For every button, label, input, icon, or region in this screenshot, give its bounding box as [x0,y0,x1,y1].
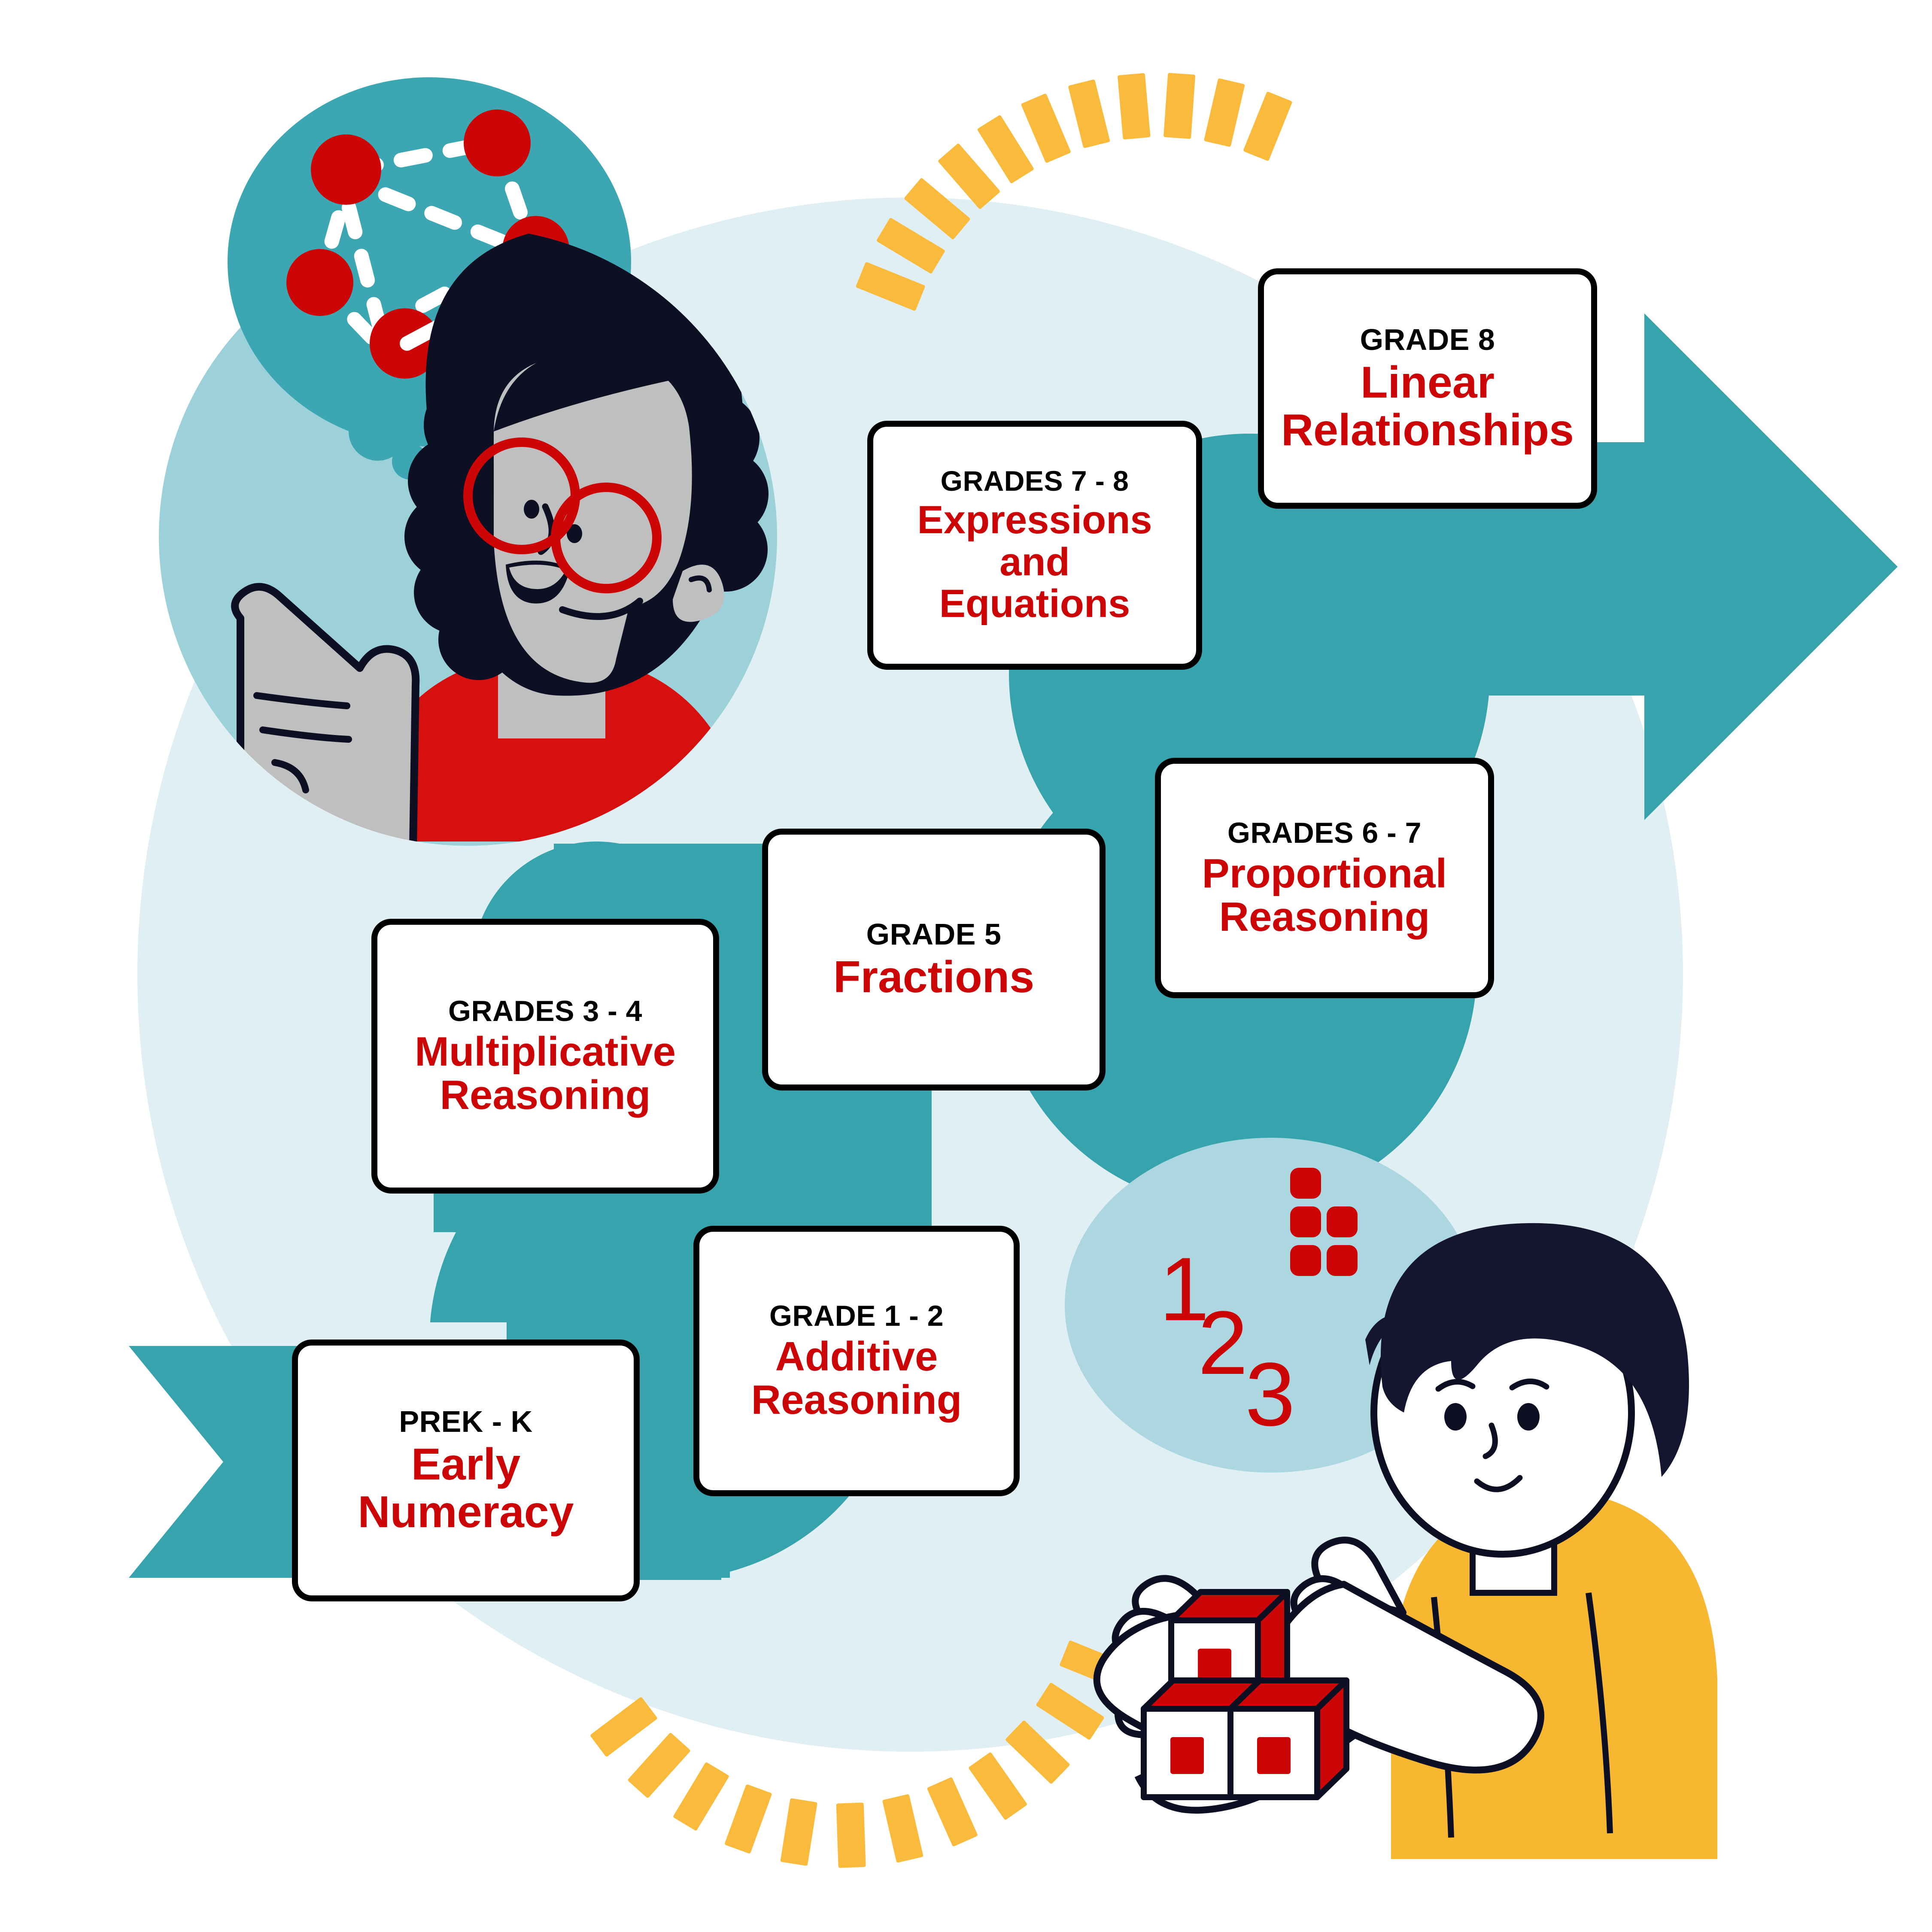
block-bottom-right [1227,1677,1349,1800]
card-grade-label: GRADES 6 - 7 [1227,816,1422,849]
teacher-eye-left [524,500,539,519]
student-eye-right [1517,1403,1540,1431]
stage-card-prek-k[interactable]: PREK - K Early Numeracy [292,1340,640,1601]
stage-card-grades-6-7[interactable]: GRADES 6 - 7 Proportional Reasoning [1155,758,1494,998]
student-illustration: 1 2 3 [1065,1138,1717,1859]
student-hair [1380,1223,1689,1477]
card-grade-label: GRADE 5 [866,917,1002,951]
card-grade-label: PREK - K [399,1405,533,1439]
data-point [464,109,531,176]
stage-card-grade-8[interactable]: GRADE 8 Linear Relationships [1258,268,1597,509]
card-topic-label: Additive Reasoning [751,1333,962,1423]
card-topic-label: Linear Relationships [1281,358,1574,455]
stage-card-grade-5[interactable]: GRADE 5 Fractions [762,829,1106,1091]
data-point [286,249,353,316]
card-topic-label: Early Numeracy [358,1440,574,1537]
card-topic-label: Proportional Reasoning [1202,850,1447,940]
student-eye-left [1444,1403,1467,1431]
thought-number-3: 3 [1245,1344,1295,1445]
card-grade-label: GRADE 1 - 2 [769,1299,944,1332]
stage-card-grades-7-8[interactable]: GRADES 7 - 8 Expressions and Equations [867,421,1202,670]
card-topic-label: Multiplicative Reasoning [414,1028,676,1118]
card-topic-label: Fractions [833,952,1035,1002]
thought-number-2: 2 [1198,1292,1248,1393]
teacher-eye-right [567,524,582,543]
card-grade-label: GRADES 7 - 8 [940,465,1129,497]
red-dot-pattern [1290,1168,1358,1276]
student-blocks [1141,1589,1349,1800]
yellow-dashed-arc-bottom [590,1640,1129,1868]
stage-card-grades-3-4[interactable]: GRADES 3 - 4 Multiplicative Reasoning [371,919,719,1194]
yellow-dashed-arc-top [856,73,1292,311]
card-topic-label: Expressions and Equations [917,498,1152,626]
stage-card-grade-1-2[interactable]: GRADE 1 - 2 Additive Reasoning [693,1226,1020,1496]
card-grade-label: GRADES 3 - 4 [448,994,642,1027]
thought-number-1: 1 [1159,1239,1209,1340]
data-point [311,134,381,205]
card-grade-label: GRADE 8 [1360,323,1495,357]
teacher-glasses-right [551,483,662,593]
